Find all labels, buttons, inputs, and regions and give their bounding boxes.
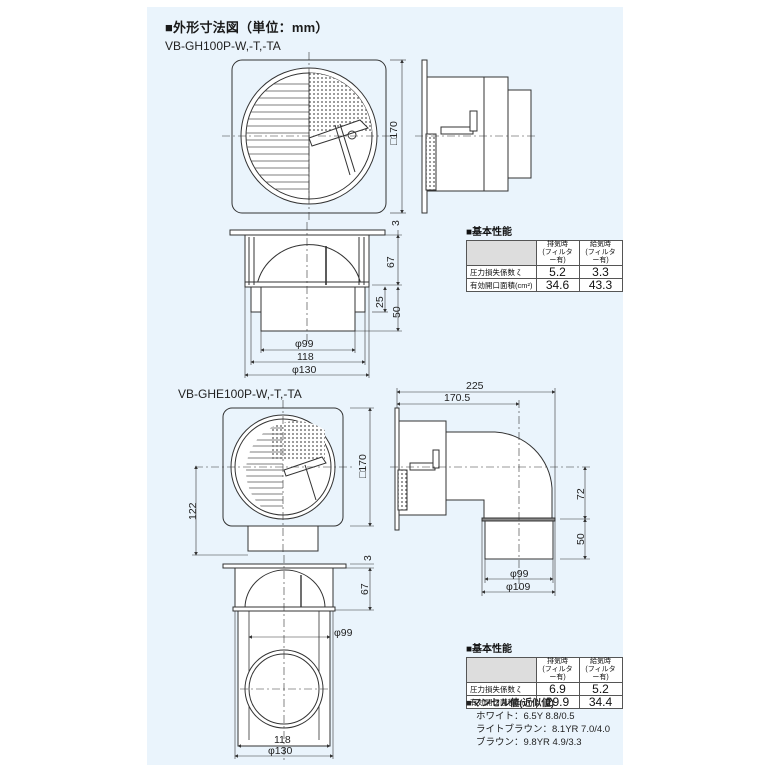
spec-corner	[466, 240, 537, 266]
side-view-gh100p	[415, 59, 535, 214]
spec-heading: ■基本性能	[466, 227, 513, 238]
dim-phi99-elbow: φ99	[510, 568, 529, 580]
dim-phi130-gh: φ130	[292, 364, 316, 376]
dim-phi109: φ109	[506, 581, 530, 593]
section-view-gh100p	[229, 222, 402, 378]
dim-3-gh: 3	[390, 220, 402, 226]
munsell-heading: ■マンセル値(近似値)	[466, 698, 555, 709]
table-row: 有効開口面積(cm²) 34.6 43.3	[466, 278, 623, 292]
spec-heading: ■基本性能	[466, 644, 513, 655]
dim-50-ghe: 50	[575, 533, 587, 545]
table-row: 圧力損失係数 ζ 5.2 3.3	[466, 265, 623, 279]
dim-225: 225	[466, 380, 484, 392]
section-view-ghe100p	[222, 555, 374, 760]
dim-170-gh: □170	[388, 121, 400, 145]
side-view-ghe100p	[390, 388, 590, 596]
dim-3-ghe: 3	[362, 555, 374, 561]
dim-25-gh: 25	[374, 296, 386, 308]
dim-72: 72	[575, 488, 587, 500]
dim-170-ghe: □170	[357, 454, 369, 478]
front-view-gh100p	[222, 52, 406, 220]
dim-170-5: 170.5	[444, 392, 470, 404]
dim-122-ghe: 122	[187, 502, 199, 520]
dim-phi99-ghe: φ99	[334, 627, 353, 639]
dim-50-gh: 50	[391, 306, 403, 318]
col-supply: 給気時(フィルター有)	[578, 240, 623, 266]
spec-table-gh100p: ■基本性能 排気時(フィルター有) 給気時(フィルター有) 圧力損失係数 ζ 5…	[466, 223, 623, 292]
munsell-values: ■マンセル値(近似値) ホワイト：6.5Y 8.8/0.5 ライトブラウン：8.…	[466, 697, 610, 749]
spec-corner	[466, 657, 537, 683]
dim-67-gh: 67	[385, 256, 397, 268]
col-supply: 給気時(フィルター有)	[578, 657, 623, 683]
munsell-brown: ブラウン：9.8YR 4.9/3.3	[476, 737, 582, 748]
dim-118-ghe: 118	[274, 734, 291, 746]
dim-67-ghe: 67	[359, 583, 371, 595]
spec-table-ghe100p: ■基本性能 排気時(フィルター有) 給気時(フィルター有) 圧力損失係数 ζ 6…	[466, 640, 623, 709]
munsell-white: ホワイト：6.5Y 8.8/0.5	[476, 711, 575, 722]
table-row: 圧力損失係数 ζ 6.9 5.2	[466, 682, 623, 696]
col-exhaust: 排気時(フィルター有)	[535, 657, 580, 683]
model-label-gh100p: VB-GH100P-W,-T,-TA	[165, 39, 281, 53]
page-title: ■外形寸法図（単位：mm）	[165, 20, 329, 35]
model-label-ghe100p: VB-GHE100P-W,-T,-TA	[178, 387, 302, 401]
front-view-ghe100p	[192, 400, 374, 556]
col-exhaust: 排気時(フィルター有)	[535, 240, 580, 266]
dim-phi130-ghe: φ130	[268, 745, 292, 757]
dim-phi99-gh: φ99	[295, 338, 314, 350]
table-row: 有効開口面積(cm²) 29.9 34.4	[466, 695, 623, 709]
dim-118-gh: 118	[297, 351, 314, 363]
munsell-light-brown: ライトブラウン：8.1YR 7.0/4.0	[476, 724, 611, 735]
